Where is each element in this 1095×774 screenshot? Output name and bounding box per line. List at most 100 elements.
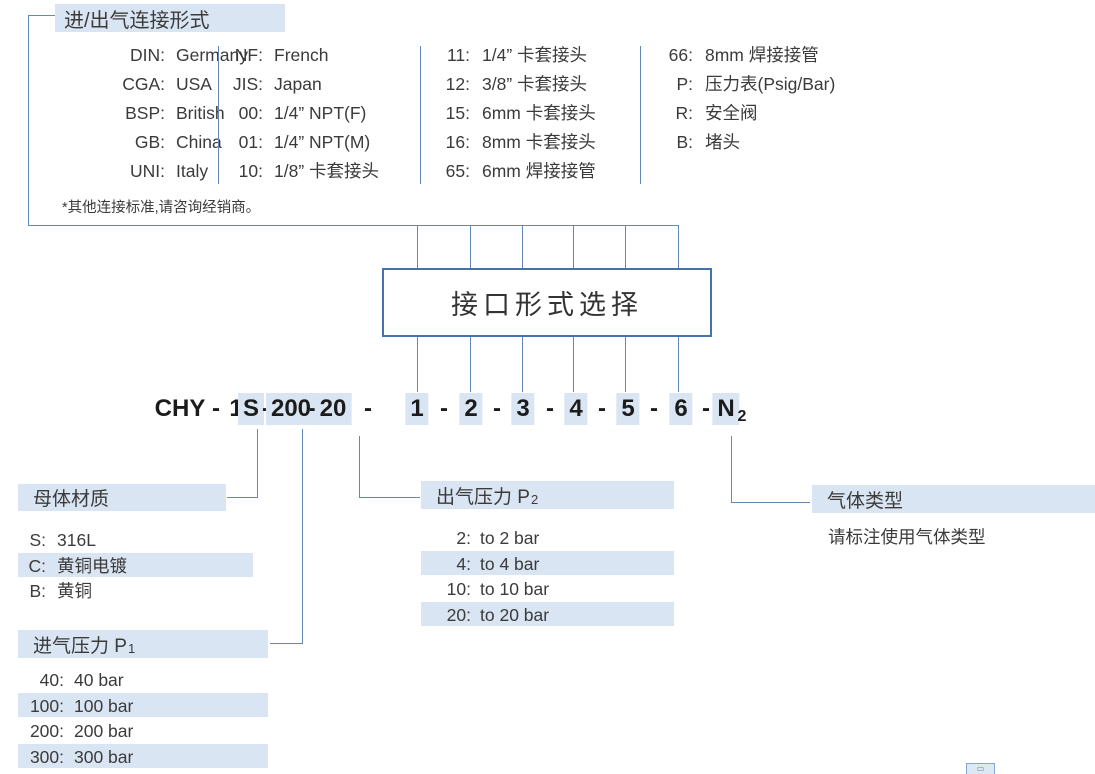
connection-type-title: 进/出气连接形式 <box>64 9 210 32</box>
connection-value: 3/8” 卡套接头 <box>482 74 588 94</box>
connection-code: CGA: <box>122 74 165 94</box>
outlet-pressure-code: 2: <box>456 528 471 548</box>
body-material-code: B: <box>29 581 46 601</box>
connection-value: 1/4” NPT(F) <box>274 103 367 123</box>
order-code-token: CHY <box>154 395 206 422</box>
connection-code: 65: <box>445 161 470 181</box>
inlet-pressure-code: 200: <box>29 721 64 741</box>
outlet-pressure-value: to 2 bar <box>480 528 540 548</box>
connection-code: UNI: <box>130 161 165 181</box>
outlet-pressure-code: 10: <box>446 579 471 599</box>
connector-body-material <box>227 429 258 498</box>
outlet-pressure-subscript: 2 <box>530 491 539 507</box>
order-code-token: 3 <box>511 393 535 425</box>
connection-value: 堵头 <box>705 132 740 152</box>
interface-selection-label: 接口形式选择 <box>451 290 643 320</box>
connection-type-header: 进/出气连接形式 <box>55 4 285 32</box>
body-material-value: 黄铜电镀 <box>57 556 127 576</box>
connection-code: 01: <box>238 132 263 152</box>
inlet-pressure-row: 100:100 bar <box>18 694 133 718</box>
connection-table-row: 11:1/4” 卡套接头 <box>430 41 587 70</box>
order-code-token: - <box>702 395 710 422</box>
connection-code: DIN: <box>130 45 165 65</box>
connection-value: 8mm 卡套接头 <box>482 132 596 152</box>
footnote-text: *其他连接标准,请咨询经销商。 <box>62 200 261 216</box>
outlet-pressure-row: 4:to 4 bar <box>421 552 539 576</box>
connection-code: BSP: <box>125 103 165 123</box>
drop-line-bottom <box>625 337 626 392</box>
connection-table-row: DIN:Germany <box>90 41 248 70</box>
connection-value: 6mm 卡套接头 <box>482 103 596 123</box>
bracket-left-line <box>28 15 29 226</box>
order-code-token: 1 <box>405 393 429 425</box>
drop-line-bottom <box>470 337 471 392</box>
bracket-bottom-line <box>28 225 678 226</box>
outlet-pressure-value: to 10 bar <box>480 579 550 599</box>
drop-line-top <box>625 225 626 268</box>
order-code-token: - <box>650 395 658 422</box>
connection-value: 安全阀 <box>705 103 758 123</box>
connection-value: French <box>274 45 329 65</box>
partial-button-glyph: ▭ <box>976 764 985 773</box>
connection-code: R: <box>675 103 694 123</box>
connection-code: GB: <box>134 132 165 152</box>
connection-table-row: B:堵头 <box>650 128 740 157</box>
drop-line-bottom <box>573 337 574 392</box>
connection-table-row: 01:1/4” NPT(M) <box>220 128 371 157</box>
body-material-row: B: 黄铜 <box>18 579 92 603</box>
connection-code: NF: <box>234 45 263 65</box>
connection-code: 66: <box>668 45 693 65</box>
connection-value: Italy <box>176 161 209 181</box>
inlet-pressure-code: 300: <box>29 747 64 767</box>
order-code-token: 2 <box>737 408 747 425</box>
order-code-token: 5 <box>616 393 640 425</box>
order-code-token: - <box>309 395 317 422</box>
order-code-token: - <box>493 395 501 422</box>
order-code-token: - <box>546 395 554 422</box>
partial-button[interactable]: ▭ <box>966 763 995 774</box>
connection-code: P: <box>676 74 693 94</box>
body-material-row-highlight <box>18 553 253 577</box>
order-code-token: N <box>712 393 740 425</box>
connector-inlet-pressure <box>270 429 303 644</box>
order-code-token: - <box>364 395 372 422</box>
connection-table-row: 65: 6mm 焊接接管 <box>430 157 596 186</box>
connection-value: USA <box>176 74 212 94</box>
outlet-pressure-title: 出气压力 P <box>436 486 530 508</box>
inlet-pressure-subscript: 1 <box>127 640 136 656</box>
connection-code: 12: <box>445 74 470 94</box>
order-code-token: - <box>212 395 220 422</box>
connection-table-row: CGA: USA <box>90 70 212 99</box>
outlet-pressure-row-highlight <box>421 602 674 626</box>
inlet-pressure-value: 40 bar <box>74 670 124 690</box>
gas-type-note: 请标注使用气体类型 <box>828 527 986 547</box>
body-material-value: 316L <box>57 530 96 550</box>
connection-value: 6mm 焊接接管 <box>482 161 596 181</box>
connection-table-row: JIS:Japan <box>220 70 322 99</box>
body-material-title: 母体材质 <box>33 489 110 510</box>
body-material-value: 黄铜 <box>57 581 92 601</box>
connection-table-row: BSP:British <box>90 99 225 128</box>
drop-line-bottom <box>678 337 679 392</box>
order-code-token: 4 <box>564 393 588 425</box>
connection-code: 15: <box>445 103 470 123</box>
connector-outlet-pressure <box>359 436 420 498</box>
body-material-row: C: 黄铜电镀 <box>18 554 128 578</box>
drop-line-bottom <box>522 337 523 392</box>
inlet-pressure-value: 300 bar <box>74 747 134 767</box>
gas-type-header: 气体类型 <box>812 485 1095 513</box>
column-divider <box>218 46 219 184</box>
outlet-pressure-row: 2: to 2 bar <box>421 526 539 550</box>
order-code-token: 20 <box>314 393 352 425</box>
inlet-pressure-row: 40:40 bar <box>18 668 124 692</box>
inlet-pressure-value: 100 bar <box>74 696 134 716</box>
drop-line-bottom <box>417 337 418 392</box>
body-material-code: C: <box>28 556 47 576</box>
drop-line-top <box>470 225 471 268</box>
outlet-pressure-row: 10: to 10 bar <box>421 577 549 601</box>
connection-table-row: P:压力表(Psig/Bar) <box>650 70 835 99</box>
connection-value: 1/8” 卡套接头 <box>274 161 380 181</box>
connection-code: 11: <box>446 45 470 65</box>
